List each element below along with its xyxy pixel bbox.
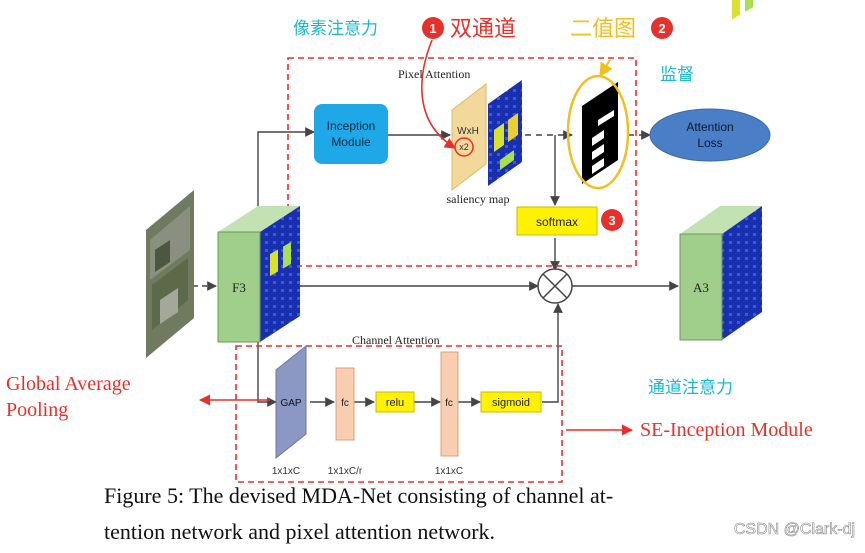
gap-label: GAP: [280, 398, 301, 409]
softmax-label: softmax: [536, 215, 578, 229]
fc1-block: fc: [335, 367, 355, 441]
dim-label-gap: 1x1xC: [272, 466, 300, 477]
csdn-watermark: CSDN @Clark-dj: [734, 521, 855, 538]
dim-label-fc2: 1x1xC: [435, 466, 463, 477]
sigmoid-label: sigmoid: [492, 397, 530, 409]
inception-label-line1: Inception: [327, 119, 376, 133]
fc2-block: fc: [440, 351, 459, 457]
pixel-attention-cn-label: 像素注意力: [293, 19, 378, 38]
multiply-node: [537, 268, 573, 304]
connections: [193, 127, 679, 407]
caption-line1: Figure 5: The devised MDA-Net consisting…: [104, 483, 613, 508]
supervision-cn-label: 监督: [660, 65, 694, 84]
channel-attention-cn-label: 通道注意力: [648, 378, 733, 397]
dual-channel-cn-label: 双通道: [450, 16, 516, 41]
caption-line2: tention network and pixel attention netw…: [104, 519, 495, 544]
badge-2-label: 2: [658, 21, 665, 36]
attention-loss-line1: Attention: [686, 120, 733, 134]
badge-1: [422, 17, 444, 39]
relu-label: relu: [386, 397, 404, 409]
binary-map: [566, 74, 630, 190]
saliency-map: WxH x2 saliency map: [447, 80, 522, 206]
input-aerial-image: [146, 190, 194, 358]
binary-map-cn-label: 二值图: [570, 16, 636, 41]
gap-block: GAP: [275, 344, 307, 460]
f3-label: F3: [232, 280, 246, 295]
a3-label: A3: [693, 280, 709, 295]
wxh-label: WxH: [457, 126, 479, 137]
softmax-box: softmax: [516, 206, 598, 236]
attention-loss: Attention Loss: [649, 108, 771, 162]
pixel-attention-title: Pixel Attention: [398, 67, 470, 81]
f3-feature-block: F3: [217, 206, 300, 343]
channel-attention-region: [235, 345, 563, 483]
inception-module-box: Inception Module: [314, 104, 388, 164]
badge-3-label: 3: [608, 213, 615, 228]
binary-map-highlight: [566, 74, 630, 190]
badge-3: [601, 209, 623, 231]
fc2-label: fc: [445, 398, 453, 409]
inception-label-line2: Module: [331, 135, 371, 149]
channel-attention-title: Channel Attention: [352, 333, 440, 347]
dim-label-fc1: 1x1xC/r: [328, 466, 363, 477]
relu-box: relu: [375, 391, 415, 413]
sigmoid-box: sigmoid: [480, 391, 542, 413]
pixel-attention-region: [287, 57, 637, 267]
badge-1-label: 1: [429, 21, 436, 36]
dual-channel-pointer: [421, 39, 456, 149]
x2-label: x2: [459, 142, 469, 152]
gap-annotation-line1: Global Average: [6, 373, 131, 395]
a3-feature-block: A3: [679, 0, 762, 341]
se-inception-label: SE-Inception Module: [640, 419, 813, 441]
saliency-map-label: saliency map: [447, 192, 510, 206]
gap-annotation-line2: Pooling: [6, 399, 68, 421]
binary-map-pointer: [599, 59, 613, 78]
badge-2: [651, 17, 673, 39]
attention-loss-line2: Loss: [697, 136, 722, 150]
fc1-label: fc: [341, 398, 349, 409]
